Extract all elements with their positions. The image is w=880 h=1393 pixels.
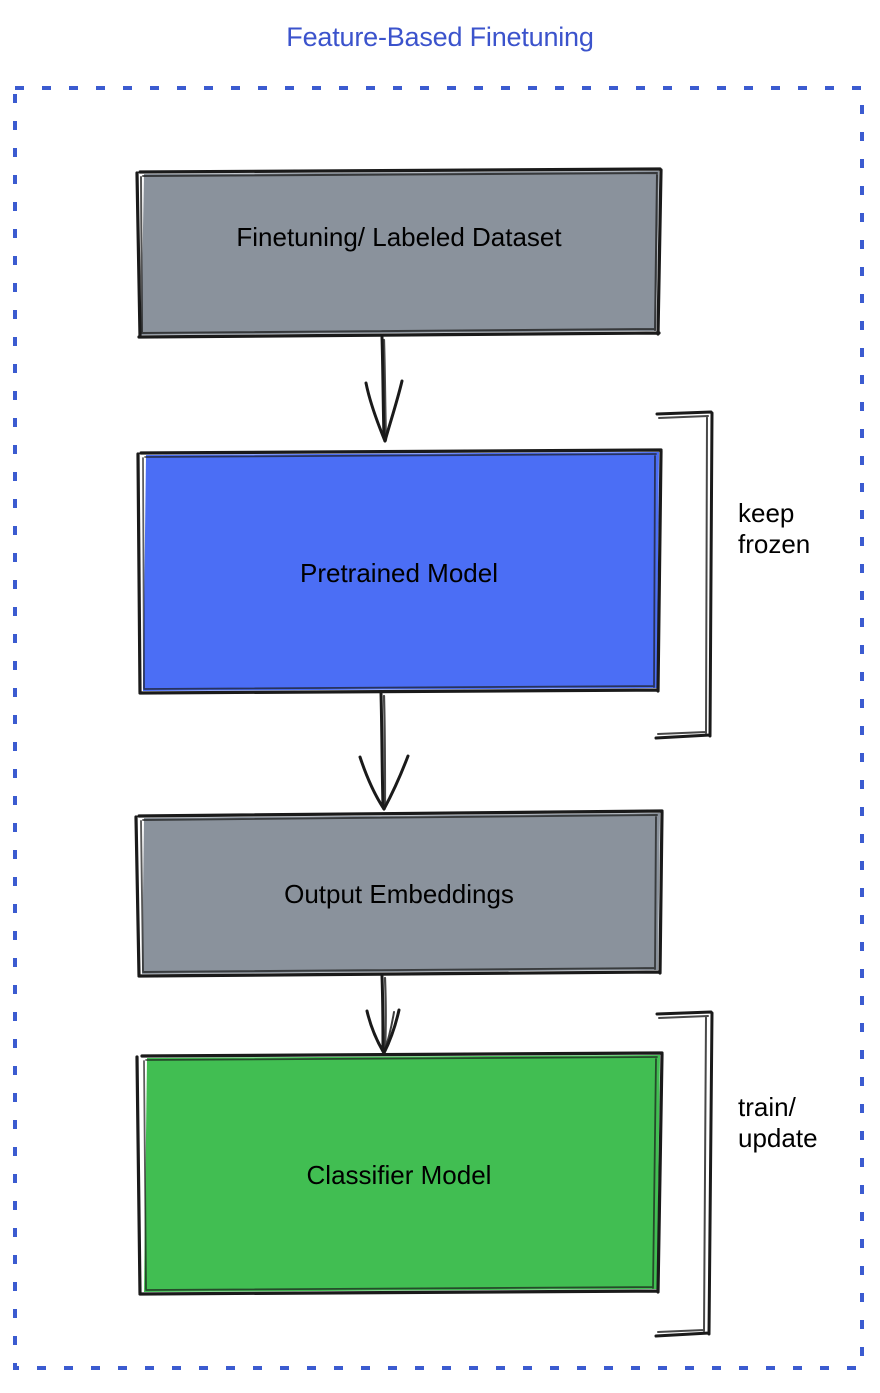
page-title: Feature-Based Finetuning [286,22,594,52]
bracket-keep-frozen [654,410,714,740]
annotation-keep-frozen-label: keep frozen [738,498,811,559]
annotation-train-update-label: train/ update [738,1092,818,1153]
node-pretrained-hitbox[interactable] [138,450,660,693]
edge-embeddings-to-classifier [365,974,401,1055]
node-classifier-hitbox[interactable] [138,1053,660,1293]
node-embeddings-hitbox[interactable] [138,812,660,974]
node-dataset-hitbox[interactable] [138,170,660,336]
edge-pretrained-to-embeddings [358,691,410,811]
edge-dataset-to-pretrained [364,335,404,443]
bracket-train-update [654,1010,714,1338]
